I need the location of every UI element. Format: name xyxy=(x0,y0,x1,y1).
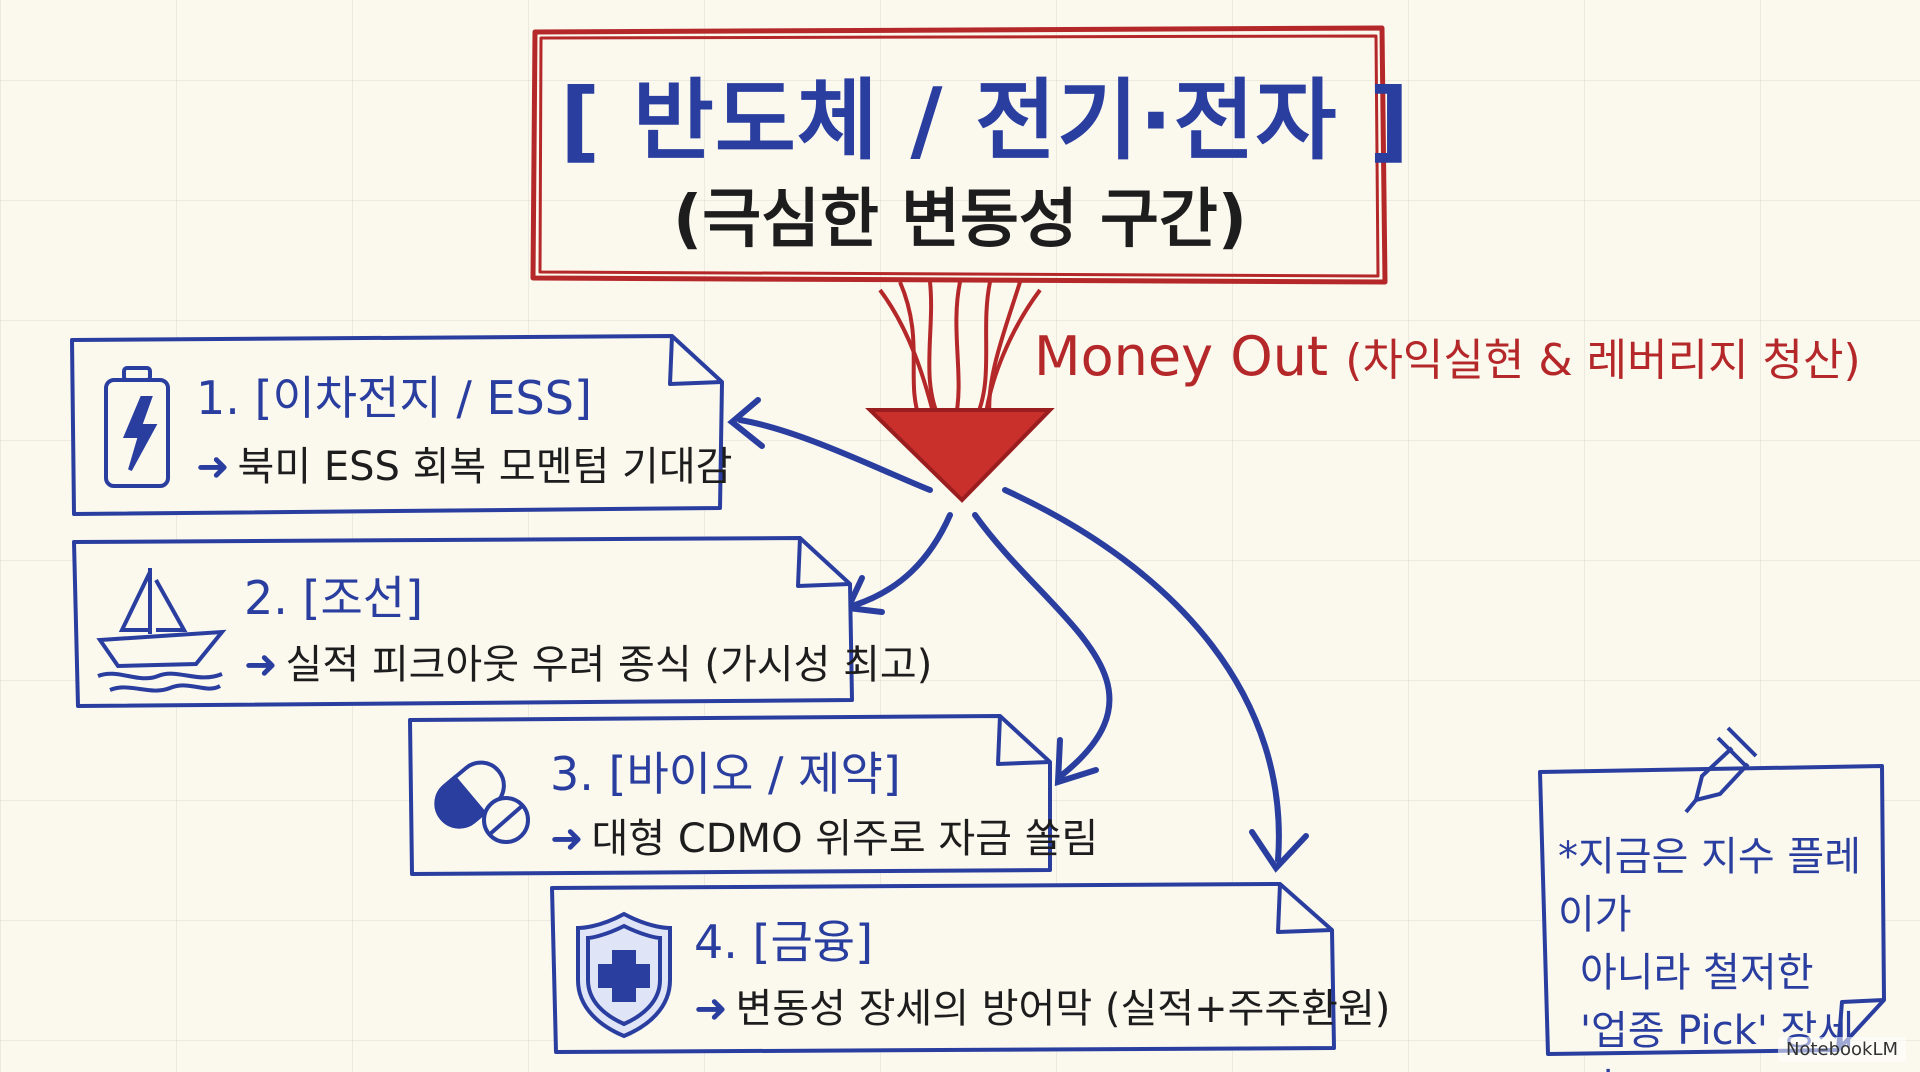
money-out-main: Money Out xyxy=(1034,325,1329,388)
card-4-sub: ➜변동성 장세의 방어막 (실적+주주환원) xyxy=(694,976,1390,1034)
money-out-detail: (차익실현 & 레버리지 청산) xyxy=(1345,335,1861,386)
right-arrow-icon: ➜ xyxy=(244,642,278,688)
right-arrow-icon: ➜ xyxy=(694,986,728,1032)
card-1-title: 1. [이차전지 / ESS] xyxy=(196,371,592,425)
card-4-sub-text: 변동성 장세의 방어막 (실적+주주환원) xyxy=(735,986,1391,1032)
sailboat-icon xyxy=(96,568,227,693)
sticky-note: *지금은 지수 플레이가 아니라 철저한 '업종 Pick' 장세다. xyxy=(1558,828,1888,1072)
brand-watermark: NotebookLM xyxy=(1777,1037,1906,1062)
card-2-sub: ➜실적 피크아웃 우려 종식 (가시성 최고) xyxy=(244,632,932,690)
shield-cross-icon xyxy=(576,911,672,1039)
card-4-title: 4. [금융] xyxy=(694,915,874,969)
card-3-sub-text: 대형 CDMO 위주로 자금 쏠림 xyxy=(591,816,1099,862)
right-arrow-icon: ➜ xyxy=(196,444,230,490)
right-arrow-icon: ➜ xyxy=(550,816,584,862)
pushpin-icon xyxy=(1684,726,1758,814)
card-3-sub: ➜대형 CDMO 위주로 자금 쏠림 xyxy=(550,806,1098,864)
card-3-title: 3. [바이오 / 제약] xyxy=(550,747,901,801)
page-subtitle: (극심한 변동성 구간) xyxy=(672,183,1248,257)
card-1-sub-text: 북미 ESS 회복 모멘텀 기대감 xyxy=(237,444,733,490)
card-2-title: 2. [조선] xyxy=(244,571,424,625)
card-2-sub-text: 실적 피크아웃 우려 종식 (가시성 최고) xyxy=(285,642,933,688)
page-title: [ 반도체 / 전기·전자 ] xyxy=(560,69,1411,172)
money-out-arrow xyxy=(865,281,1055,503)
note-line-2: 아니라 철저한 xyxy=(1580,950,1814,996)
money-out-label: Money Out (차익실현 & 레버리지 청산) xyxy=(1034,324,1861,388)
battery-icon xyxy=(104,366,170,488)
note-line-1: *지금은 지수 플레이가 xyxy=(1558,834,1862,938)
card-1-sub: ➜북미 ESS 회복 모멘텀 기대감 xyxy=(196,434,732,492)
pill-icon xyxy=(434,760,530,844)
